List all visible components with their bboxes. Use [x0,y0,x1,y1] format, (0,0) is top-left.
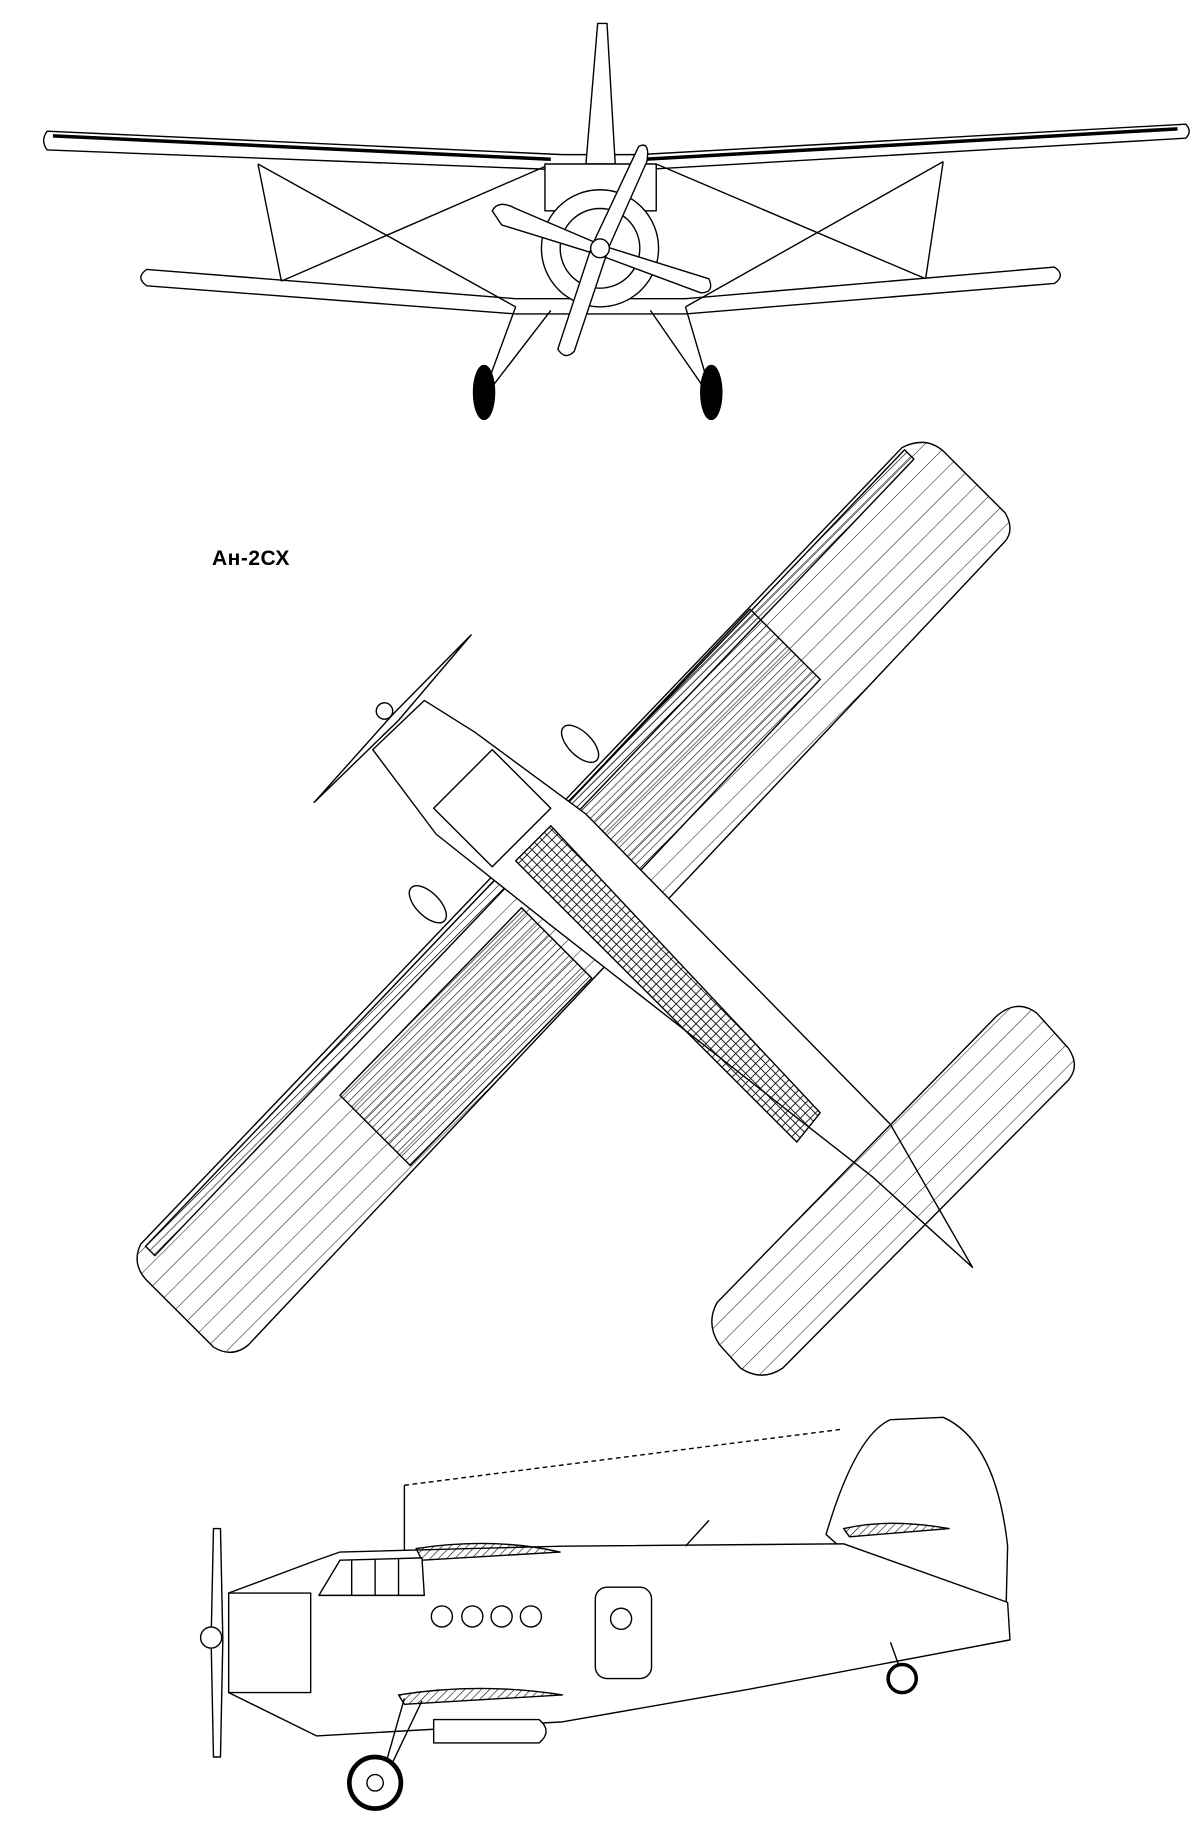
side-main-wheel-hub [366,1773,385,1792]
front-right-wheel [700,364,723,421]
side-upper-wing-section [415,1542,561,1561]
side-bracing-wire [404,1428,844,1486]
side-spinner [199,1626,223,1649]
top-wheel-right [560,724,600,764]
side-main-wheel [346,1754,404,1811]
front-left-wheel [472,364,496,421]
front-view [42,22,1190,421]
front-landing-gear [485,306,710,387]
side-cabin-windows [430,1605,543,1628]
side-cargo-door [594,1586,653,1680]
side-engine-cowling [227,1592,312,1694]
front-struts [257,161,944,308]
side-lower-wing-section [397,1687,564,1705]
side-door-window [609,1607,633,1631]
top-view [136,441,1076,1376]
side-tail-wheel [886,1662,919,1695]
front-fin [585,22,616,165]
top-wheel-left [408,885,448,924]
top-propeller [313,634,472,804]
front-upper-wing [42,123,1190,171]
top-wing-flap-left [339,907,593,1167]
front-engine-cylinders [559,207,641,289]
front-upper-wing-slat [52,127,1178,162]
side-view [199,1416,1011,1811]
side-spray-tank [432,1718,547,1744]
top-spinner [375,702,394,720]
top-fuselage-mesh [514,825,821,1143]
front-lower-wing [140,266,1062,315]
top-tailplane [711,1005,1076,1376]
side-cockpit-frames [350,1559,400,1596]
aircraft-model-label: Ан-2СХ [212,547,290,570]
side-antenna [684,1519,710,1547]
front-spinner [589,238,611,259]
side-tailplane-section [842,1522,950,1538]
top-cockpit [432,748,552,868]
